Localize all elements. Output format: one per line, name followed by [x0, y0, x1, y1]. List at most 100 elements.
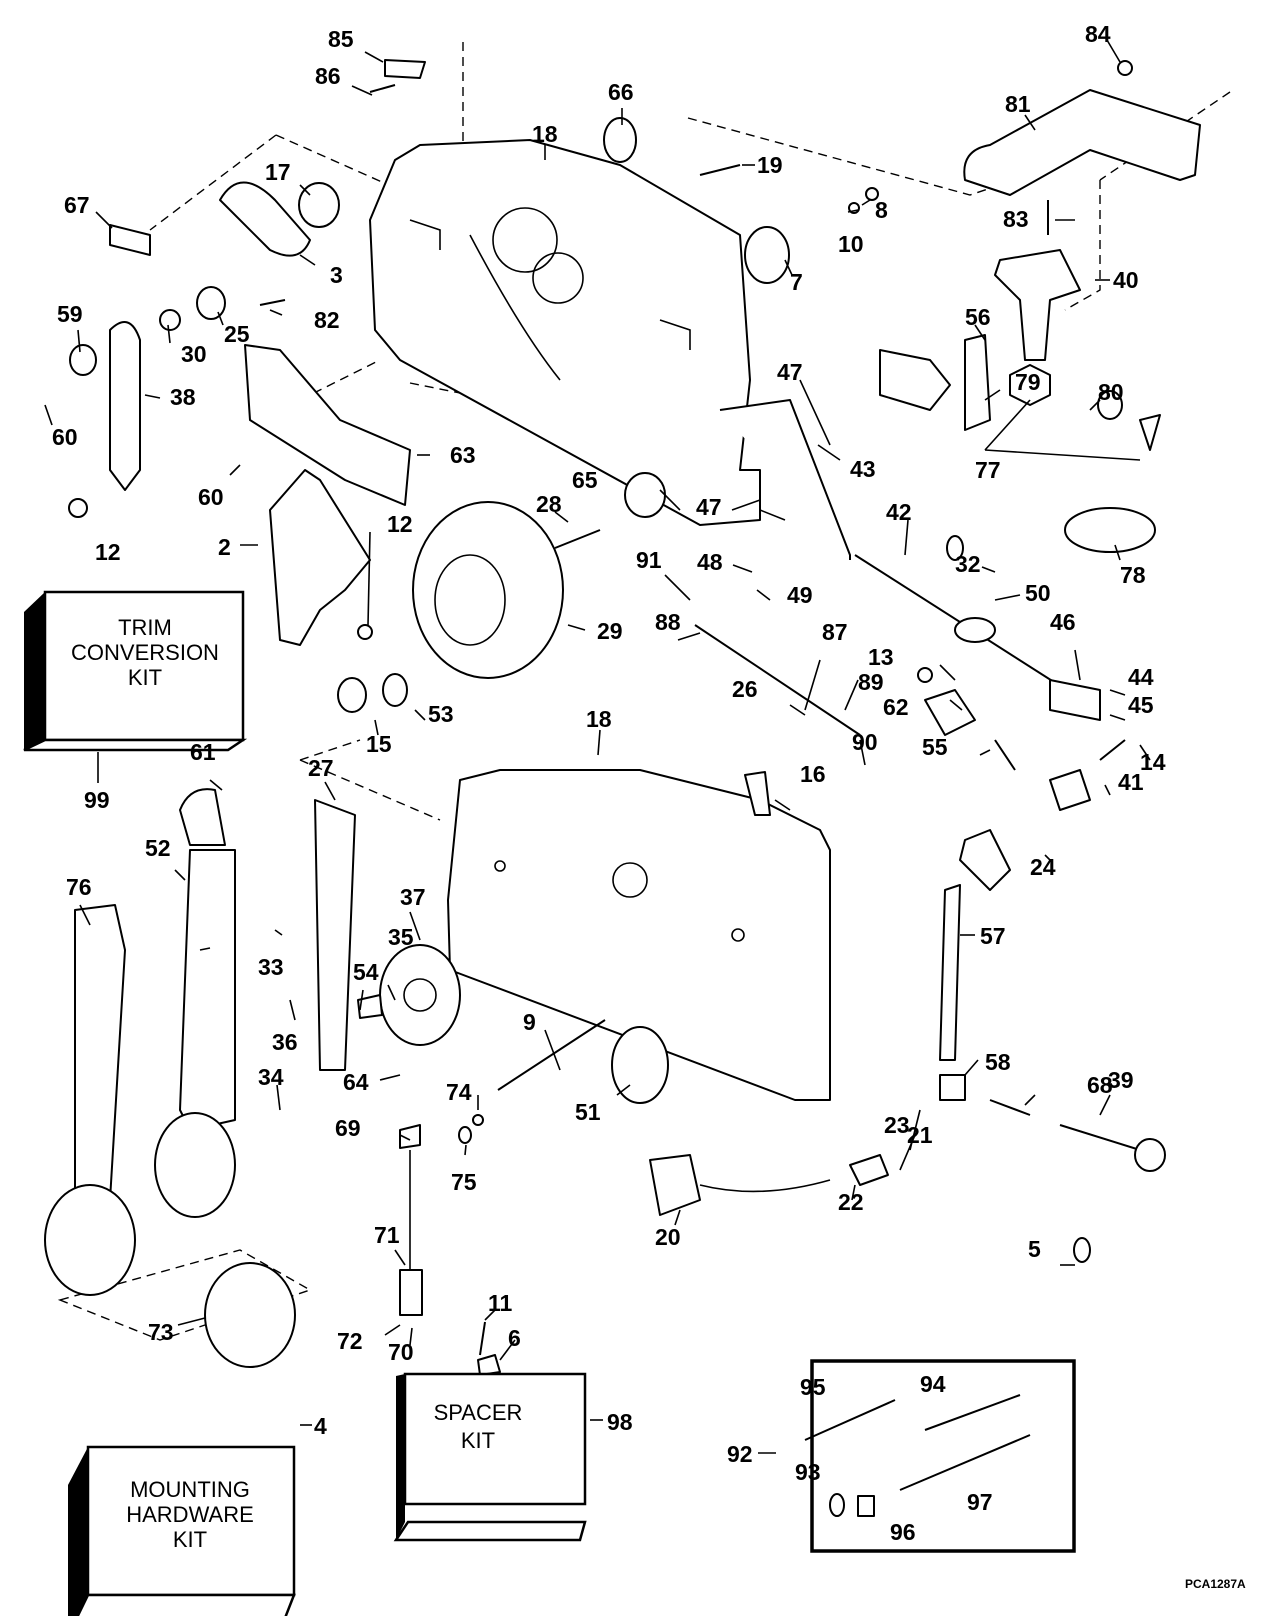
part-65 [624, 472, 666, 518]
callout-57: 57 [980, 923, 1006, 949]
callout-77: 77 [975, 457, 1001, 483]
part-20 [649, 1154, 701, 1216]
part-84 [1117, 60, 1133, 76]
callout-75: 75 [451, 1169, 477, 1195]
part-12b [68, 498, 88, 518]
part-94 [924, 1394, 1021, 1431]
callout-53: 53 [428, 701, 454, 727]
part-12 [357, 624, 373, 640]
part-2 [269, 469, 371, 646]
callout-14: 14 [1140, 749, 1166, 775]
callout-64: 64 [343, 1069, 369, 1095]
part-54 [357, 994, 383, 1019]
callout-5: 5 [1028, 1236, 1041, 1262]
part-97 [899, 1434, 1031, 1491]
callout-27: 27 [308, 755, 334, 781]
part-41 [1049, 769, 1091, 811]
callout-85: 85 [328, 26, 354, 52]
callout-97: 97 [967, 1489, 993, 1515]
part-76-ring [44, 1184, 136, 1296]
part-52-ring [154, 1112, 236, 1218]
callout-83: 83 [1003, 206, 1029, 232]
callout-19: 19 [757, 152, 783, 178]
part-13 [917, 667, 933, 683]
parts [44, 59, 1201, 1376]
callout-71: 71 [374, 1222, 400, 1248]
callout-81: 81 [1005, 91, 1031, 117]
callout-96: 96 [890, 1519, 916, 1545]
trim-conversion-kit-line3: KIT [128, 665, 162, 690]
callout-70: 70 [388, 1339, 414, 1365]
callout-15: 15 [366, 731, 392, 757]
part-67 [109, 224, 151, 256]
part-47-wires [719, 399, 851, 560]
callout-98: 98 [607, 1409, 633, 1435]
callout-92: 92 [727, 1441, 753, 1467]
part-6 [477, 1354, 501, 1376]
callout-80: 80 [1098, 379, 1124, 405]
part-25 [196, 286, 226, 320]
part-27 [314, 799, 356, 1071]
callout-6: 6 [508, 1325, 521, 1351]
mounting-hardware-kit: MOUNTING HARDWARE KIT [68, 1424, 312, 1616]
callout-7: 7 [790, 269, 803, 295]
trim-conversion-kit: TRIM CONVERSION KIT 99 [23, 590, 248, 813]
part-55 [994, 739, 1016, 771]
part-76-handle [74, 904, 126, 1201]
callout-18-bottom: 18 [586, 706, 612, 732]
callout-12-left: 12 [95, 539, 121, 565]
callout-74: 74 [446, 1079, 472, 1105]
callout-67: 67 [64, 192, 90, 218]
part-69 [399, 1124, 421, 1149]
callout-25: 25 [224, 321, 250, 347]
callout-4: 4 [314, 1413, 327, 1439]
callout-26: 26 [732, 676, 758, 702]
callout-72: 72 [337, 1328, 363, 1354]
callout-88: 88 [655, 609, 681, 635]
callout-2: 2 [218, 534, 231, 560]
part-80 [1097, 390, 1123, 420]
callout-73: 73 [148, 1319, 174, 1345]
callout-12-mid: 12 [387, 511, 413, 537]
callout-47-top: 47 [777, 359, 803, 385]
callout-91: 91 [636, 547, 662, 573]
part-81 [963, 89, 1201, 196]
callout-79: 79 [1015, 369, 1041, 395]
part-7 [744, 226, 790, 284]
part-9 [497, 1019, 606, 1091]
callout-9: 9 [523, 1009, 536, 1035]
part-93 [829, 1493, 845, 1517]
callout-63: 63 [450, 442, 476, 468]
part-58 [939, 1074, 966, 1101]
callout-65: 65 [572, 467, 598, 493]
part-28 [554, 529, 601, 549]
callout-18-top: 18 [532, 121, 558, 147]
callout-52: 52 [145, 835, 171, 861]
callout-8: 8 [875, 197, 888, 223]
callout-44: 44 [1128, 664, 1154, 690]
part-15 [337, 677, 367, 713]
part-78 [1064, 507, 1156, 553]
leader-lines [44, 39, 1151, 1361]
part-70 [399, 1269, 423, 1316]
callout-16: 16 [800, 761, 826, 787]
spacer-kit-line1: SPACER [434, 1400, 523, 1425]
mounting-kit-line1: MOUNTING [130, 1477, 250, 1502]
part-32 [946, 535, 964, 561]
callout-60-mid: 60 [198, 484, 224, 510]
callout-95: 95 [800, 1374, 826, 1400]
callout-49: 49 [787, 582, 813, 608]
callout-48: 48 [697, 549, 723, 575]
callout-32: 32 [955, 551, 981, 577]
callout-40: 40 [1113, 267, 1139, 293]
callout-69: 69 [335, 1115, 361, 1141]
callout-55: 55 [922, 734, 948, 760]
part-19 [699, 164, 741, 176]
part-14 [1099, 739, 1126, 761]
callout-10: 10 [838, 231, 864, 257]
part-68 [989, 1099, 1031, 1116]
callouts: 85 86 18 66 84 81 19 17 67 3 8 10 7 83 4… [52, 21, 1166, 1545]
callout-93: 93 [795, 1459, 821, 1485]
drawing-code: PCA1287A [1185, 1577, 1246, 1591]
part-66 [603, 117, 637, 163]
